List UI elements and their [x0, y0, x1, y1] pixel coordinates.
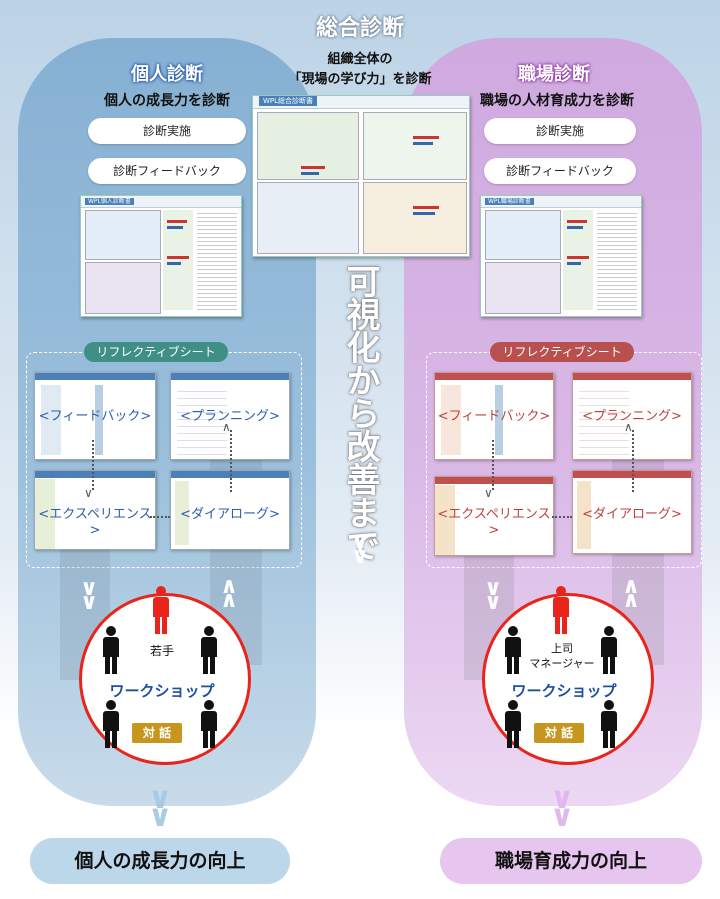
- right-dialogue-label: <ダイアローグ>: [582, 507, 682, 522]
- left-person-icon: [102, 700, 120, 748]
- left-person-icon: [200, 700, 218, 748]
- right-feedback-button[interactable]: 診断フィードバック: [484, 158, 636, 184]
- right-sheet-experience: <エクスペリエンス>: [434, 476, 554, 556]
- workplace-diagnosis-title: 職場診断: [518, 64, 590, 85]
- right-feedback-label: <フィードバック>: [437, 409, 551, 424]
- overall-desc-line2: 「現場の学び力」を診断: [288, 72, 432, 87]
- left-result-chevron-icon: ∨∨: [147, 781, 173, 834]
- right-workshop-label: ワークショップ: [511, 682, 617, 700]
- workplace-development-result: 職場育成力の向上: [440, 838, 702, 884]
- right-person-label-manager: マネージャー: [529, 657, 595, 670]
- right-person-red-icon: [552, 586, 570, 634]
- left-up-chevron-icon: ∧∧: [220, 574, 238, 613]
- left-sheet-planning: <プランニング>: [170, 372, 290, 460]
- left-doc-title: WPL個人診断書: [85, 198, 134, 205]
- left-experience-label: <エクスペリエンス>: [38, 507, 152, 538]
- right-planning-label: <プランニング>: [582, 409, 682, 424]
- left-person-red-icon: [152, 586, 170, 634]
- right-dialog-badge: 対 話: [534, 723, 584, 743]
- overall-diagnosis-title: 総合診断: [315, 16, 404, 41]
- overall-doc-title: WPL総合診断書: [259, 96, 318, 106]
- right-doc-title: WPL職場診断書: [485, 198, 534, 205]
- right-person-icon: [504, 626, 522, 674]
- individual-growth-result: 個人の成長力の向上: [30, 838, 290, 884]
- right-experience-label: <エクスペリエンス>: [437, 507, 551, 538]
- center-down-chevron-icon: ∨∨: [351, 530, 369, 569]
- left-diagnosis-button[interactable]: 診断実施: [88, 118, 246, 144]
- left-feedback-button[interactable]: 診断フィードバック: [88, 158, 246, 184]
- right-reflective-sheet-tag: リフレクティブシート: [490, 342, 634, 362]
- left-feedback-label: <フィードバック>: [38, 409, 152, 424]
- left-person-label: 若手: [149, 644, 174, 658]
- left-sheet-experience: <エクスペリエンス>: [34, 470, 156, 550]
- right-person-icon: [504, 700, 522, 748]
- right-up-chevron-icon: ∧∧: [622, 574, 640, 613]
- left-person-icon: [200, 626, 218, 674]
- right-person-icon: [600, 700, 618, 748]
- left-down-chevron-icon: ∨∨: [80, 576, 98, 615]
- left-sheet-feedback: <フィードバック>: [34, 372, 156, 460]
- individual-diagnosis-title: 個人診断: [131, 64, 203, 85]
- overall-desc-line1: 組織全体の: [327, 52, 393, 67]
- individual-diagnosis-subtitle: 個人の成長力を診断: [104, 93, 230, 109]
- individual-report-image: WPL個人診断書: [80, 195, 242, 317]
- left-workshop-label: ワークショップ: [109, 682, 215, 700]
- left-dialogue-label: <ダイアローグ>: [180, 507, 280, 522]
- workplace-diagnosis-subtitle: 職場の人材育成力を診断: [480, 93, 634, 109]
- workplace-report-image: WPL職場診断書: [480, 195, 642, 317]
- left-dialog-badge: 対 話: [132, 723, 182, 743]
- overall-diagnosis-report-image: WPL総合診断書: [252, 95, 470, 257]
- left-person-icon: [102, 626, 120, 674]
- left-reflective-sheet-tag: リフレクティブシート: [84, 342, 228, 362]
- right-person-label-boss: 上司: [551, 642, 573, 655]
- right-diagnosis-button[interactable]: 診断実施: [484, 118, 636, 144]
- visualize-to-improve-text: 可視化から改善まで: [340, 264, 380, 561]
- right-result-chevron-icon: ∨∨: [549, 781, 575, 834]
- left-planning-label: <プランニング>: [180, 409, 280, 424]
- right-sheet-feedback: <フィードバック>: [434, 372, 554, 460]
- right-down-chevron-icon: ∨∨: [484, 576, 502, 615]
- right-person-icon: [600, 626, 618, 674]
